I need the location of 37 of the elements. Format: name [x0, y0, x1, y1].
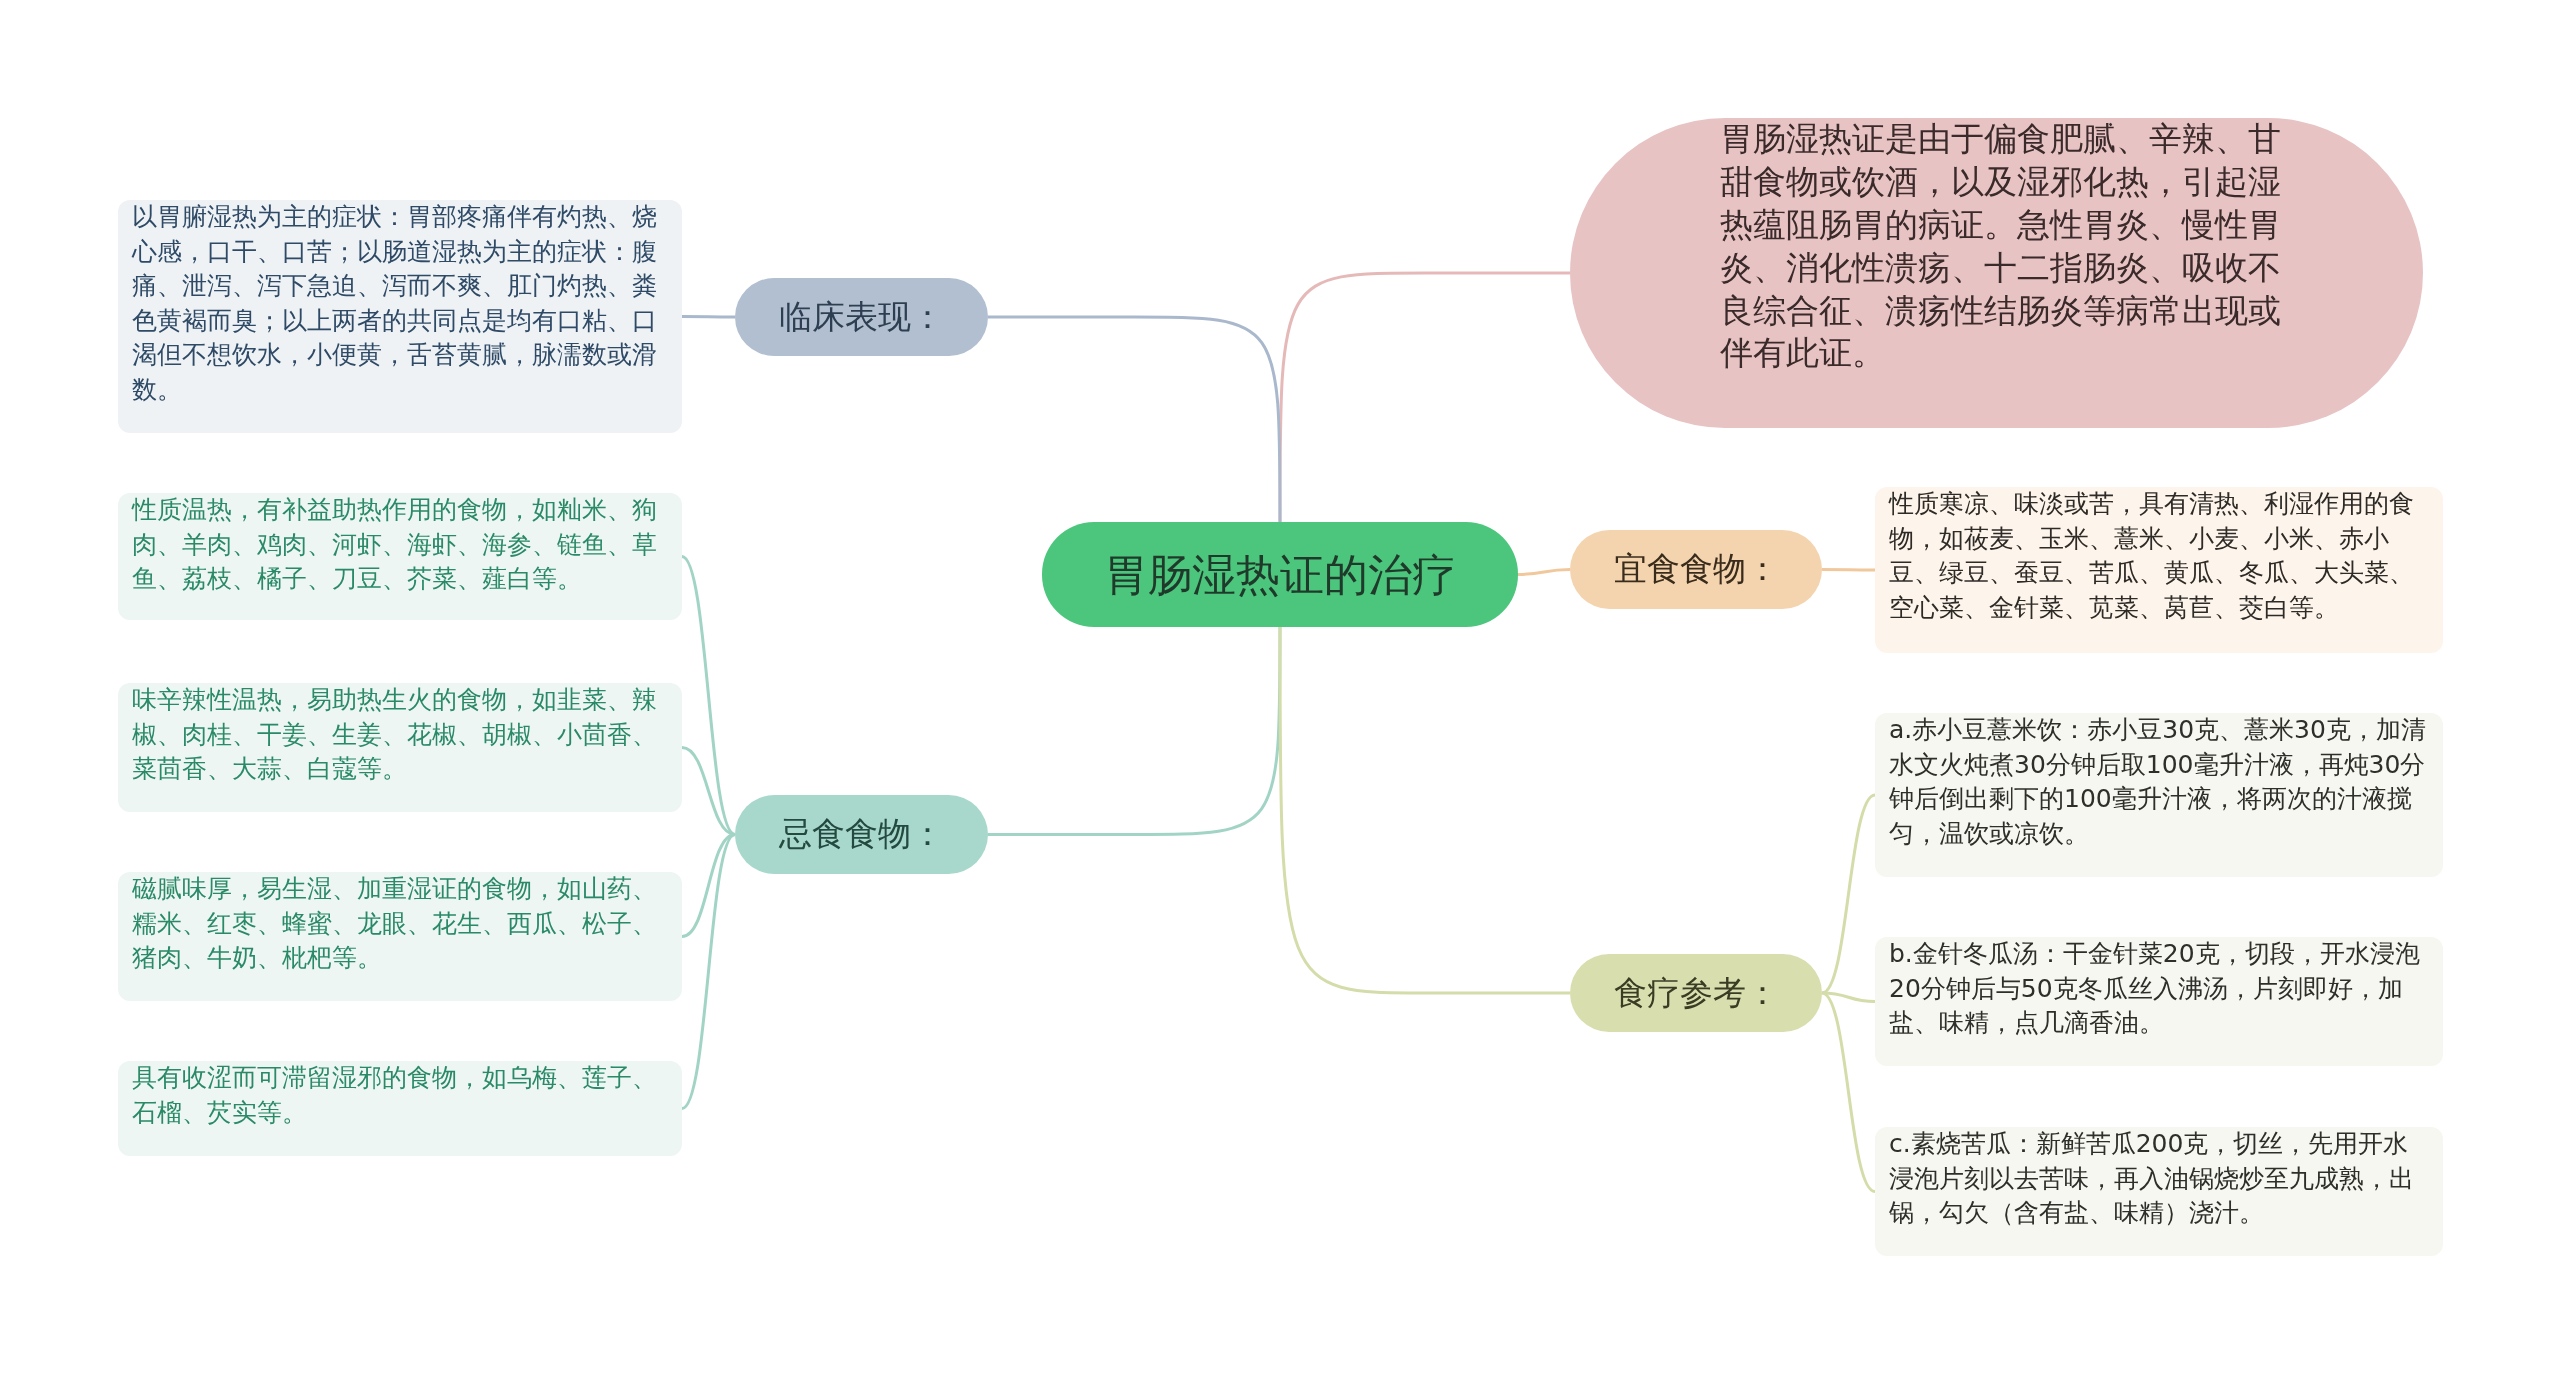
note-text: a.赤小豆薏米饮：赤小豆30克、薏米30克，加清水文火炖煮30分钟后取100毫升汁液，再炖30分钟后倒出剩下的100毫升汁液，将两次的汁液搅匀，温饮或凉饮。	[1889, 714, 2427, 850]
connector-line	[682, 315, 735, 319]
note-card	[118, 200, 682, 433]
connector-line	[1278, 271, 1570, 522]
note-card	[1875, 1127, 2443, 1256]
connector-line	[681, 833, 736, 1110]
note-card	[118, 683, 682, 812]
note-card	[118, 493, 682, 620]
note-text: 性质温热，有补益助热作用的食物，如籼米、狗肉、羊肉、鸡肉、河虾、海虾、海参、链鱼、草鱼、荔枝、橘子、刀豆、芥菜、薤白等。	[132, 494, 658, 595]
note-text: 味辛辣性温热，易助热生火的食物，如韭菜、辣椒、肉桂、干姜、生姜、花椒、胡椒、小茴香、菜茴香、大蒜、白蔻等。	[132, 684, 658, 785]
note-card	[1875, 487, 2443, 653]
note-text: 以胃腑湿热为主的症状：胃部疼痛伴有灼热、烧心感，口干、口苦；以肠道湿热为主的症状：腹痛、泄泻、泻下急迫、泻而不爽、肛门灼热、粪色黄褐而臭；以上两者的共同点是均有口粘、口渴但不想饮水，小便黄，舌苔黄腻，脉濡数或滑数。	[132, 201, 658, 406]
topic-text: 食疗参考：	[1612, 971, 1780, 1014]
connector-line	[1822, 568, 1875, 572]
connector-line	[988, 315, 1282, 522]
topic-text: 宜食食物：	[1612, 548, 1780, 591]
connector-line	[1517, 568, 1571, 576]
note-card	[1875, 937, 2443, 1066]
note-text: 磁腻味厚，易生湿、加重湿证的食物，如山药、糯米、红枣、蜂蜜、龙眼、花生、西瓜、松子、猪肉、牛奶、枇杷等。	[132, 873, 658, 974]
note-text: c.素烧苦瓜：新鲜苦瓜200克，切丝，先用开水浸泡片刻以去苦味，再入油锅烧炒至九成熟，出锅，勾欠（含有盐、味精）浇汁。	[1889, 1128, 2415, 1229]
note-card	[1875, 713, 2443, 877]
topic-text: 临床表现：	[778, 295, 945, 338]
note-text: 性质寒凉、味淡或苦，具有清热、利湿作用的食物，如莜麦、玉米、薏米、小麦、小米、赤小豆、绿豆、蚕豆、苦瓜、黄瓜、冬瓜、大头菜、空心菜、金针菜、苋菜、莴苣、茭白等。	[1889, 488, 2415, 624]
connector-line	[681, 833, 736, 938]
note-text: 胃肠湿热证是由于偏食肥腻、辛辣、甘甜食物或饮酒，以及湿邪化热，引起湿热蕴阻肠胃的病证。急性胃炎、慢性胃炎、消化性溃疡、十二指肠炎、吸收不良综合征、溃疡性结肠炎等病常出现或伴有此证。	[1720, 118, 2282, 375]
topic-text: 忌食食物：	[778, 813, 945, 856]
connector-line	[681, 555, 736, 836]
connector-line	[1821, 793, 1876, 995]
note-text: 具有收涩而可滞留湿邪的食物，如乌梅、莲子、石榴、芡实等。	[132, 1062, 658, 1129]
note-card	[118, 1061, 682, 1156]
connector-line	[681, 746, 736, 836]
connector-line	[1278, 627, 1570, 995]
topic-text: 胃肠湿热证的治疗	[1103, 547, 1457, 602]
connector-line	[1821, 991, 1876, 1193]
note-card	[118, 872, 682, 1001]
connector-line	[988, 627, 1282, 836]
note-text: b.金针冬瓜汤：干金针菜20克，切段，开水浸泡20分钟后与50克冬瓜丝入沸汤，片刻即好，加盐、味精，点几滴香油。	[1889, 938, 2421, 1039]
